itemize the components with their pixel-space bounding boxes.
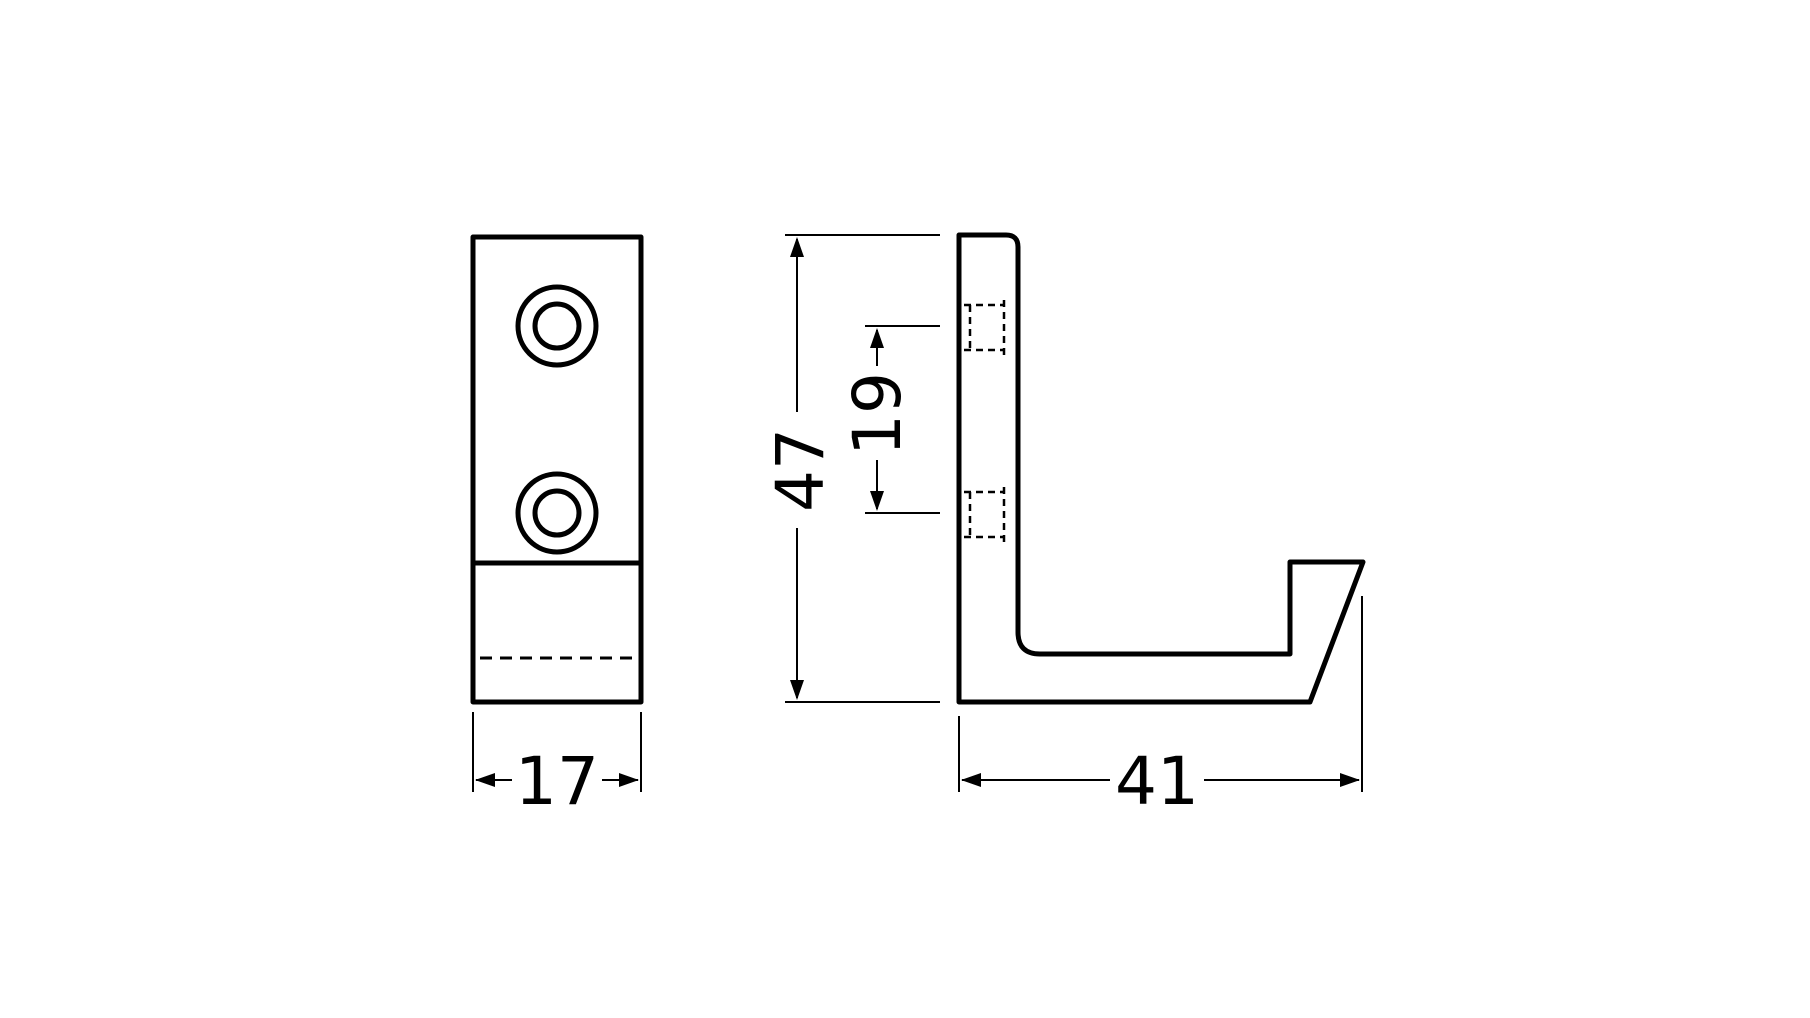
depth-arrow-left xyxy=(961,773,981,787)
upper-mounting-hole xyxy=(515,284,599,368)
side-view xyxy=(956,232,1366,705)
front-view-outline xyxy=(470,234,644,705)
hook-profile-outline xyxy=(956,232,1366,705)
width-dimension: 17 xyxy=(472,712,642,820)
upper-screw-hidden-lines xyxy=(964,300,1006,355)
height-arrow-top xyxy=(790,237,804,257)
width-arrow-right xyxy=(619,773,639,787)
hole-spacing-label: 19 xyxy=(839,372,916,456)
lower-screw-hidden-lines xyxy=(964,487,1006,542)
lower-hole-inner-ring xyxy=(532,488,582,538)
height-dimension: 47 xyxy=(762,234,940,703)
spacing-arrow-bottom xyxy=(870,491,884,511)
width-arrow-left xyxy=(475,773,495,787)
hole-spacing-dimension: 19 xyxy=(839,325,940,514)
upper-hole-outer-ring xyxy=(515,284,599,368)
lower-mounting-hole xyxy=(515,471,599,555)
height-dimension-label: 47 xyxy=(762,428,839,512)
depth-dimension: 41 xyxy=(958,596,1363,820)
lower-hole-outer-ring xyxy=(515,471,599,555)
spacing-arrow-top xyxy=(870,328,884,348)
front-view xyxy=(470,234,644,705)
width-dimension-label: 17 xyxy=(515,743,599,820)
upper-hole-inner-ring xyxy=(532,301,582,351)
depth-arrow-right xyxy=(1340,773,1360,787)
depth-dimension-label: 41 xyxy=(1115,743,1199,820)
height-arrow-bottom xyxy=(790,680,804,700)
